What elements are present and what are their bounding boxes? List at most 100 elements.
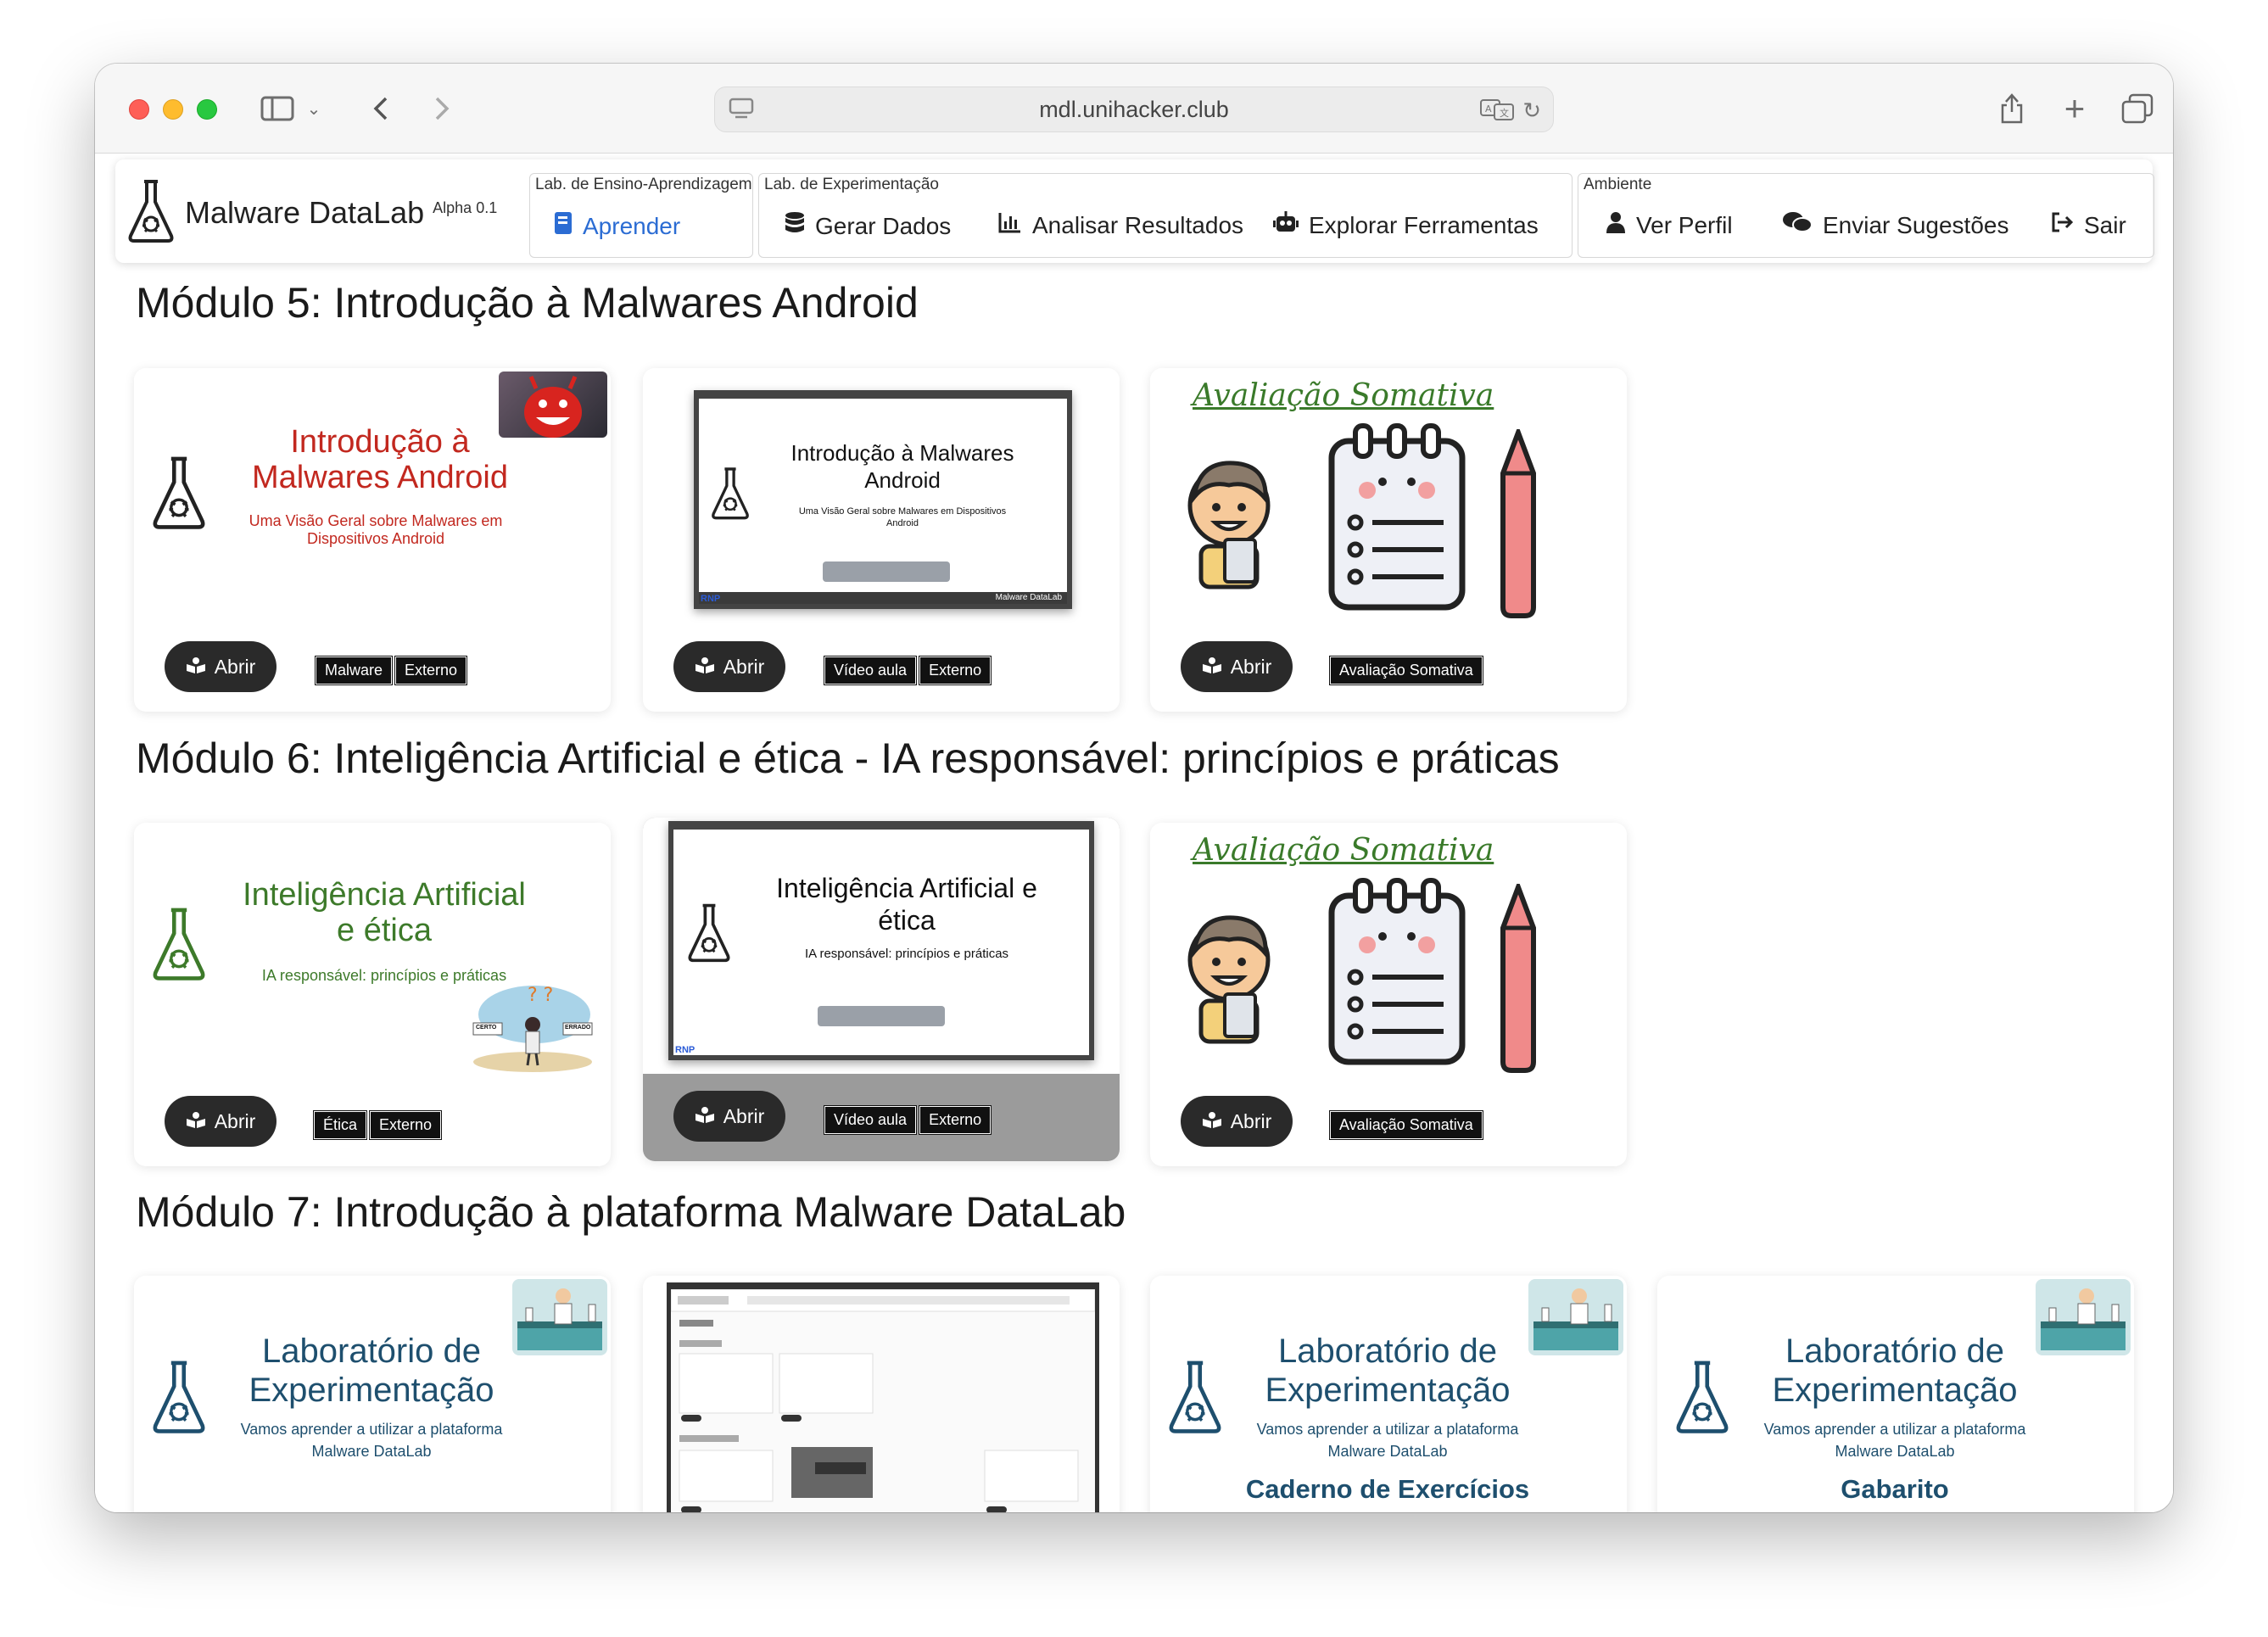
nav-item-label: Explorar Ferramentas xyxy=(1309,211,1539,238)
flask-bug-icon xyxy=(1673,1357,1732,1439)
card-thumbnail[interactable]: Laboratório de Experimentação Vamos apre… xyxy=(1150,1276,1627,1512)
nav-item-ver-perfil[interactable]: Ver Perfil xyxy=(1606,211,1733,239)
open-button[interactable]: Abrir xyxy=(673,641,785,692)
sidebar-toggle-icon[interactable] xyxy=(259,89,296,128)
thumbnail-subtitle: IA responsável: princípios e práticas xyxy=(261,967,507,984)
nav-item-label: Gerar Dados xyxy=(815,212,952,239)
tag-list: Ética Externo xyxy=(312,1110,443,1140)
flask-bug-icon xyxy=(149,453,209,535)
module-title: Módulo 6: Inteligência Artificial e étic… xyxy=(136,735,1560,782)
nav-group-ensino: Lab. de Ensino-Aprendizagem Aprender xyxy=(529,173,753,258)
new-tab-icon[interactable]: + xyxy=(2064,88,2086,128)
flask-bug-icon xyxy=(1165,1357,1225,1439)
close-window-button[interactable] xyxy=(129,99,149,120)
tag-badge: Avaliação Somativa xyxy=(1329,656,1483,685)
tag-badge: Vídeo aula xyxy=(823,656,918,685)
brand[interactable]: Malware DataLab Alpha 0.1 xyxy=(126,176,497,249)
card-thumbnail[interactable]: Introdução à Malwares Android Uma Visão … xyxy=(643,368,1120,631)
card-thumbnail[interactable]: Avaliação Somativa xyxy=(1150,368,1627,631)
book-open-icon xyxy=(695,656,715,679)
nav-group-experimentacao: Lab. de Experimentação Gerar Dados Anali… xyxy=(758,173,1573,258)
open-button[interactable]: Abrir xyxy=(165,641,277,692)
slide-subtitle: Uma Visão Geral sobre Malwares em Dispos… xyxy=(798,506,1007,528)
nav-item-label: Aprender xyxy=(583,212,681,239)
minimize-window-button[interactable] xyxy=(163,99,183,120)
tag-badge: Avaliação Somativa xyxy=(1329,1110,1483,1140)
back-arrow-icon[interactable] xyxy=(368,89,394,128)
forward-arrow-icon[interactable] xyxy=(429,89,455,128)
slide-subtitle: IA responsável: princípios e práticas xyxy=(804,947,1009,961)
nav-item-enviar-sugestoes[interactable]: Enviar Sugestões xyxy=(1782,211,2008,239)
zoom-window-button[interactable] xyxy=(197,99,217,120)
thumbnail-subtitle: Vamos aprender a utilizar a plataforma M… xyxy=(1256,1421,1519,1460)
tag-list: Avaliação Somativa xyxy=(1329,1110,1483,1140)
nav-item-analisar-resultados[interactable]: Analisar Resultados xyxy=(998,211,1243,239)
comments-icon xyxy=(1782,211,1813,239)
tag-badge: Malware xyxy=(314,656,394,685)
video-player-controls[interactable] xyxy=(818,1006,945,1026)
flask-bug-icon xyxy=(685,901,733,968)
thumbnail-title: Introdução à Malwares Android xyxy=(251,424,509,495)
thumbnail-title: Avaliação Somativa xyxy=(1193,833,1494,868)
card-thumbnail[interactable]: Avaliação Somativa xyxy=(1150,823,1627,1086)
svg-text:A: A xyxy=(1485,103,1492,115)
share-icon[interactable] xyxy=(1995,89,2029,128)
open-button[interactable]: Abrir xyxy=(1181,641,1293,692)
open-button[interactable]: Abrir xyxy=(165,1096,277,1147)
thumbnail-caption: Caderno de Exercícios xyxy=(1245,1474,1530,1504)
tag-badge: Externo xyxy=(919,1105,992,1135)
page-icon xyxy=(729,98,754,120)
url-text: mdl.unihacker.club xyxy=(1039,96,1229,122)
reload-icon[interactable]: ↻ xyxy=(1522,98,1541,123)
sign-left-label: CERTO xyxy=(476,1025,497,1031)
lab-scientist-image xyxy=(512,1279,607,1355)
open-button-label: Abrir xyxy=(723,655,765,678)
thumbnail-title: Laboratório de Experimentação xyxy=(249,1333,494,1409)
thumbnail-title: Laboratório de Experimentação xyxy=(1772,1333,2018,1409)
module-card: Introdução à Malwares Android Uma Visão … xyxy=(134,368,611,712)
open-button[interactable]: Abrir xyxy=(1181,1096,1293,1147)
thumbnail-title: Avaliação Somativa xyxy=(1193,378,1494,413)
card-thumbnail[interactable] xyxy=(643,1276,1120,1512)
card-thumbnail[interactable]: Laboratório de Experimentação Vamos apre… xyxy=(134,1276,611,1512)
student-illustration xyxy=(1182,901,1276,1049)
card-thumbnail[interactable]: Inteligência Artificial e ética IA respo… xyxy=(134,823,611,1086)
nav-item-aprender[interactable]: Aprender xyxy=(554,211,680,241)
tag-badge: Vídeo aula xyxy=(823,1105,918,1135)
robot-icon xyxy=(1273,211,1299,239)
nav-item-label: Sair xyxy=(2084,211,2126,238)
nav-item-sair[interactable]: Sair xyxy=(2050,211,2126,239)
card-thumbnail[interactable]: Laboratório de Experimentação Vamos apre… xyxy=(1657,1276,2134,1512)
nav-item-gerar-dados[interactable]: Gerar Dados xyxy=(785,211,951,241)
nav-group-ambiente: Ambiente Ver Perfil Enviar Sugestões xyxy=(1578,173,2154,258)
thumbnail-subtitle: Vamos aprender a utilizar a plataforma M… xyxy=(240,1421,503,1460)
open-button-label: Abrir xyxy=(1230,655,1272,678)
tab-overview-icon[interactable] xyxy=(2119,89,2156,128)
book-open-icon xyxy=(1202,656,1222,679)
nav-group-label: Ambiente xyxy=(1584,176,1652,193)
nav-item-label: Analisar Resultados xyxy=(1032,211,1244,238)
chevron-down-icon[interactable]: ⌄ xyxy=(306,99,321,119)
open-button[interactable]: Abrir xyxy=(673,1091,785,1142)
open-button-label: Abrir xyxy=(214,655,256,678)
slide-title: Introdução à Malwares Android xyxy=(790,440,1014,493)
nav-item-explorar-ferramentas[interactable]: Explorar Ferramentas xyxy=(1273,211,1539,239)
android-monster-image xyxy=(499,372,607,438)
logout-icon xyxy=(2050,211,2074,239)
book-open-icon xyxy=(695,1105,715,1128)
video-player-controls[interactable] xyxy=(823,561,950,582)
flask-bug-icon xyxy=(709,465,751,525)
slide-title: Inteligência Artificial e ética xyxy=(776,873,1037,936)
checklist-notepad-icon xyxy=(1325,877,1469,1073)
card-thumbnail[interactable]: Inteligência Artificial e ética IA respo… xyxy=(643,818,1120,1074)
page-viewport: Malware DataLab Alpha 0.1 Lab. de Ensino… xyxy=(95,154,2173,1512)
flask-bug-icon xyxy=(149,904,209,986)
tag-list: Vídeo aula Externo xyxy=(823,656,992,685)
card-thumbnail[interactable]: Introdução à Malwares Android Uma Visão … xyxy=(134,368,611,631)
open-button-label: Abrir xyxy=(723,1104,765,1127)
chart-icon xyxy=(998,211,1022,239)
